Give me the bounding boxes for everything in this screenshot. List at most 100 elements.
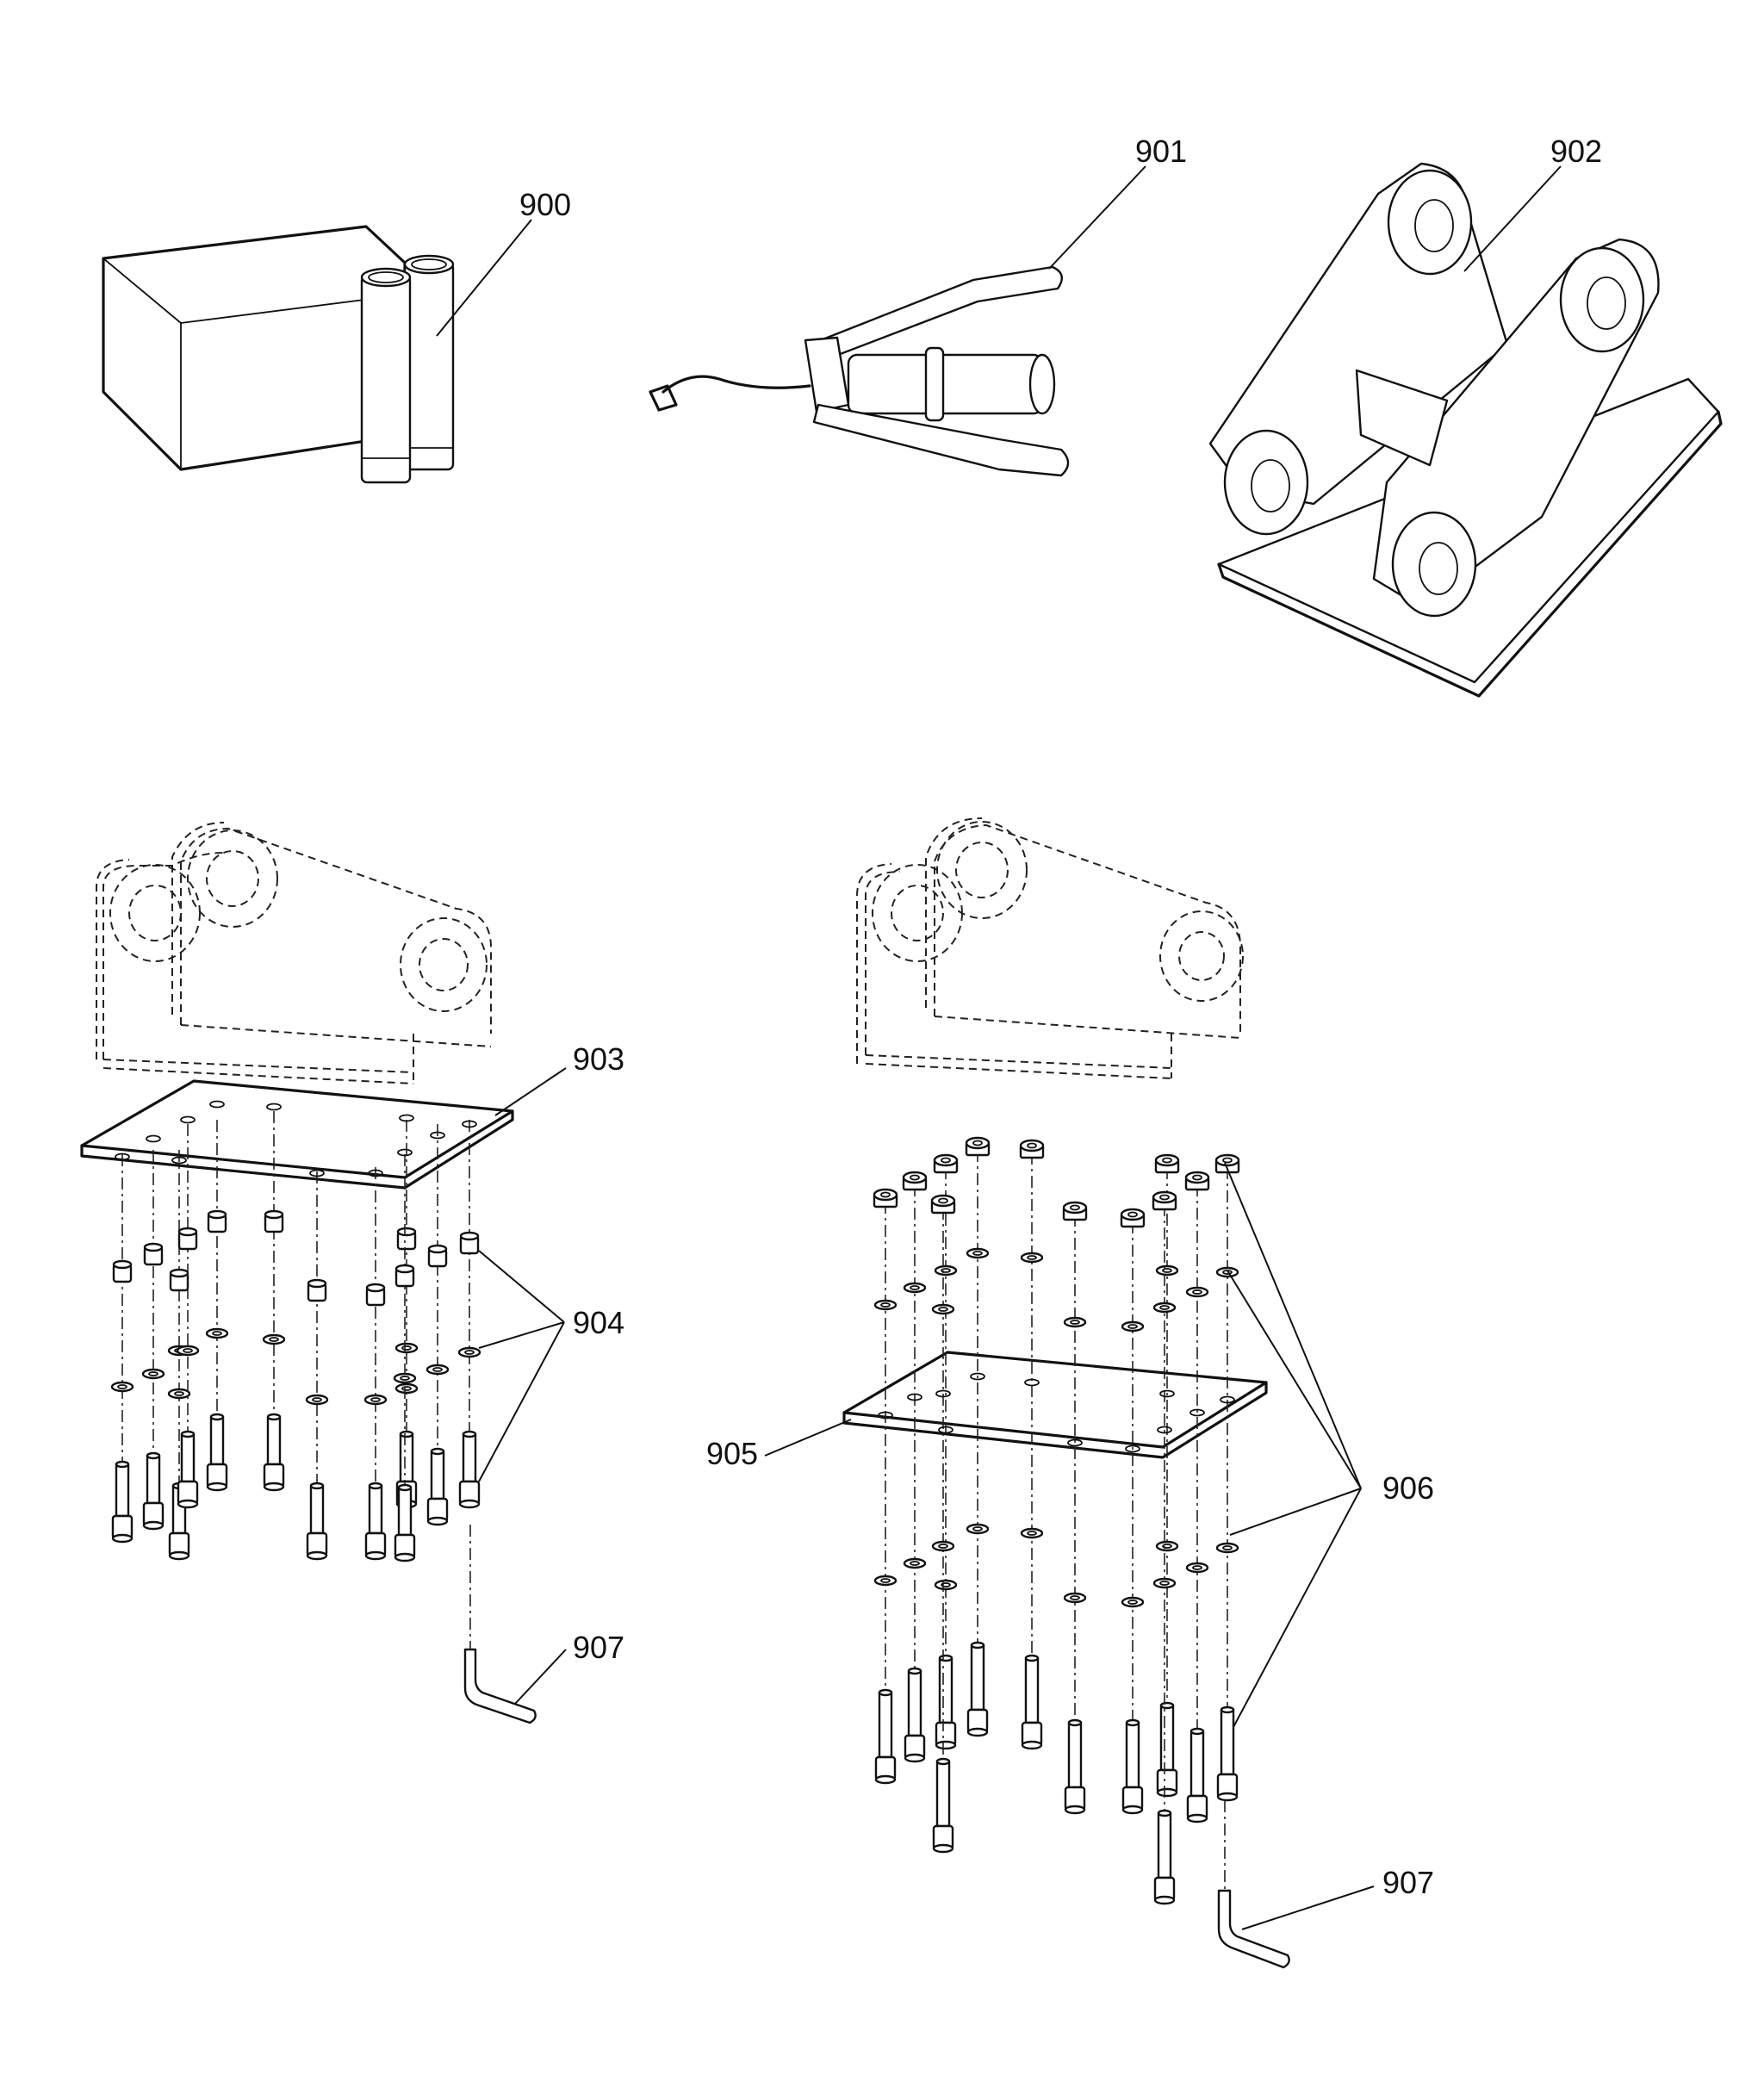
washer — [1185, 1286, 1209, 1298]
washer — [966, 1247, 990, 1259]
washer-hole — [312, 1397, 322, 1402]
washer-hole — [432, 1367, 443, 1372]
nut-top — [1152, 1190, 1177, 1204]
washer-hole — [910, 1561, 920, 1566]
bolt-tip — [1220, 1705, 1235, 1714]
bolt-tip — [266, 1413, 282, 1421]
bolt-head-end — [1186, 1813, 1208, 1823]
bolt-head-end — [1064, 1805, 1086, 1815]
washer-hole — [1162, 1544, 1172, 1549]
plate-holes — [115, 1100, 1235, 1453]
washer — [934, 1579, 958, 1591]
bolt-head-end — [306, 1550, 328, 1561]
bolt-head-end — [263, 1482, 285, 1492]
bolt-shank — [399, 1432, 414, 1483]
bolt-head-end — [142, 1520, 165, 1531]
bolt-head-end — [458, 1499, 481, 1509]
nut-top — [1120, 1208, 1146, 1221]
nut-hole — [1222, 1157, 1233, 1164]
bolt-tip — [309, 1482, 325, 1490]
bolt-shank — [115, 1463, 130, 1518]
plate-hole — [1157, 1426, 1172, 1434]
bolt-shank — [368, 1484, 383, 1535]
washer — [1121, 1320, 1145, 1333]
bolt-tip — [430, 1447, 445, 1456]
washer-hole — [910, 1285, 920, 1290]
plate-hole — [1024, 1378, 1040, 1387]
bolt-tip — [907, 1667, 922, 1675]
washer-hole — [1222, 1545, 1233, 1550]
nut-hole — [972, 1140, 983, 1146]
bolt-head-end — [168, 1550, 190, 1561]
callout-907-right: 907 — [1382, 1865, 1434, 1900]
bracket-part — [1208, 162, 1723, 698]
washer-hole — [1070, 1320, 1080, 1325]
washer — [873, 1575, 898, 1587]
plate-hole — [399, 1114, 414, 1122]
nut-top — [902, 1171, 928, 1184]
plate-hole — [878, 1411, 893, 1420]
bolt-shank — [970, 1643, 985, 1712]
bolt-shank — [907, 1669, 922, 1737]
washer-hole — [972, 1251, 983, 1256]
callout-905: 905 — [706, 1436, 758, 1471]
washer-hole — [174, 1391, 184, 1396]
nut-hole — [941, 1157, 951, 1164]
washer-hole — [183, 1348, 193, 1353]
spacer-top — [459, 1231, 480, 1241]
washer — [262, 1333, 286, 1345]
washer — [1155, 1264, 1179, 1277]
spacer-top — [307, 1278, 327, 1289]
bolt-tip — [1067, 1718, 1083, 1727]
washer — [363, 1394, 388, 1406]
plate-hole — [171, 1156, 187, 1165]
bolt-shank — [180, 1432, 196, 1483]
bolt-tip — [368, 1482, 383, 1490]
washer-hole — [269, 1337, 279, 1342]
washer-hole — [370, 1397, 381, 1402]
washer — [1152, 1577, 1177, 1589]
nut-hole — [880, 1191, 891, 1198]
plate-hole — [970, 1372, 985, 1381]
bolt-shank — [266, 1415, 282, 1466]
plate-hole — [935, 1389, 951, 1398]
spacer-top — [177, 1227, 198, 1237]
plate-hole — [309, 1169, 325, 1177]
bolt-tip — [462, 1430, 477, 1438]
washer-hole — [1159, 1305, 1170, 1310]
bolt-head-end — [1153, 1895, 1176, 1905]
bolt-head-end — [935, 1740, 957, 1750]
plate-hole — [115, 1152, 130, 1161]
nut-top — [965, 1136, 991, 1150]
washer-hole — [880, 1302, 891, 1308]
washer — [1215, 1542, 1239, 1554]
washer-hole — [1127, 1600, 1138, 1605]
nut-hole — [1127, 1211, 1138, 1218]
washer — [167, 1388, 191, 1400]
grease-box-part — [102, 225, 407, 471]
grease-gun-part — [649, 265, 1070, 477]
washer — [934, 1264, 958, 1277]
bolt-head-end — [111, 1533, 134, 1544]
washer — [393, 1372, 417, 1384]
spacer-top — [207, 1209, 227, 1220]
washer-hole — [938, 1307, 948, 1312]
nut-top — [930, 1194, 956, 1208]
right-ghost-bracket — [856, 817, 1244, 1079]
washer-hole — [400, 1376, 410, 1381]
bolt-tip — [935, 1757, 951, 1766]
bolt-tip — [115, 1460, 130, 1469]
washer — [1020, 1252, 1044, 1264]
nut-top — [1214, 1153, 1240, 1167]
bolt-shank — [1024, 1656, 1040, 1724]
washer-hole — [1162, 1268, 1172, 1273]
washer — [425, 1364, 450, 1376]
washer — [394, 1342, 419, 1354]
bolt-shank — [1157, 1811, 1172, 1879]
washer — [873, 1299, 898, 1311]
washer-hole — [401, 1386, 412, 1391]
plate-hole — [397, 1148, 413, 1157]
callout-903: 903 — [573, 1041, 624, 1077]
nut-top — [933, 1153, 959, 1167]
